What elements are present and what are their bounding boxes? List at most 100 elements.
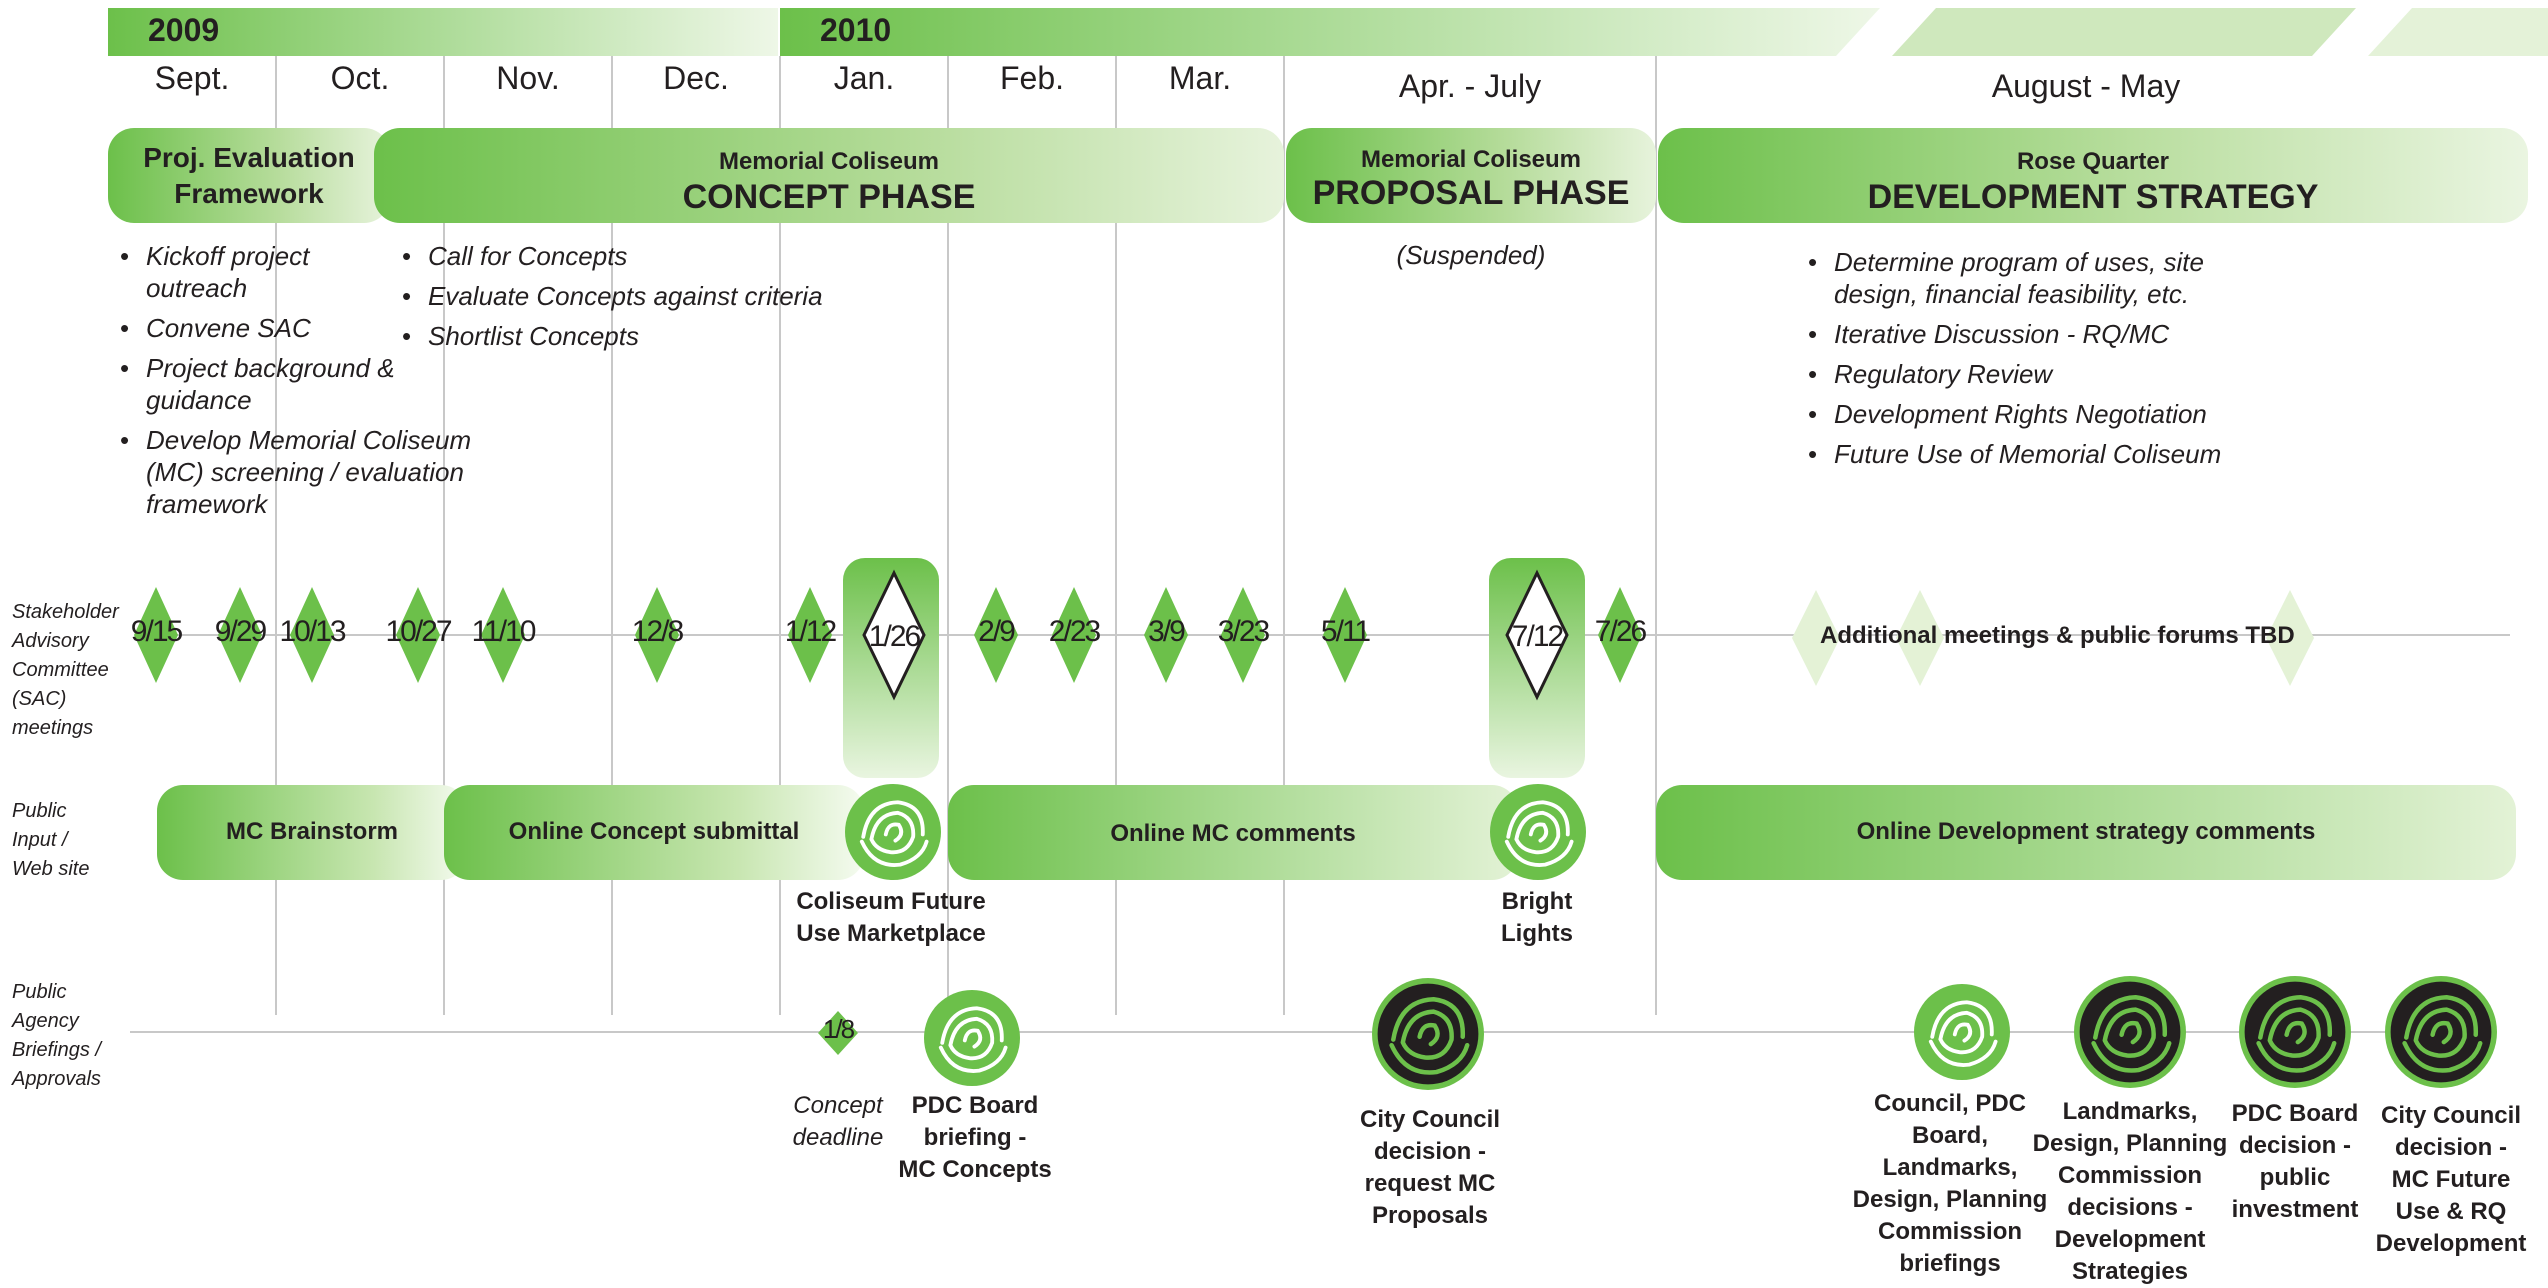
agency-line: decision - <box>2394 1134 2508 1161</box>
sac-date-label: 10/13 <box>279 615 346 648</box>
agency-line: public <box>2259 1164 2331 1191</box>
rose-green-icon <box>1914 984 2010 1080</box>
agency-event-pdc-briefing: PDC Board briefing - MC Concepts <box>880 1090 1070 1186</box>
agency-line: Design, Planning <box>1852 1186 2048 1213</box>
phase-proposal-title: PROPOSAL PHASE <box>1312 174 1630 212</box>
sac-date-label: 1/12 <box>784 615 837 648</box>
year-band-2009 <box>108 8 778 56</box>
agency-event-council-briefings: Council, PDC Board, Landmarks, Design, P… <box>1845 1088 2055 1280</box>
public-bar-label: Online Development strategy comments <box>1856 818 2316 845</box>
event-coliseum-marketplace: Coliseum Future Use Marketplace <box>771 886 1011 950</box>
month-mar: Mar. <box>1168 60 1232 96</box>
milestone-line: Concept <box>793 1092 883 1119</box>
sac-meeting-diamond <box>290 587 334 683</box>
agency-line: decision - <box>2238 1132 2352 1159</box>
year-band-2010 <box>780 8 1880 56</box>
agency-line: Design, Planning <box>2032 1130 2228 1157</box>
rose-green-icon <box>845 784 941 880</box>
sac-date-label: 2/23 <box>1048 615 1101 648</box>
agency-line: investment <box>2231 1196 2359 1223</box>
framework-bullets: Kickoff project outreach Convene SAC Pro… <box>120 240 500 528</box>
agency-line: MC Concepts <box>898 1156 1052 1183</box>
bar-online-mc-comments <box>948 785 1518 880</box>
proposal-suspended-note: (Suspended) <box>1396 240 1546 270</box>
agency-line: decisions - <box>2067 1194 2193 1221</box>
tbd-diamond <box>1792 590 1840 686</box>
agency-line: Use & RQ <box>2395 1198 2507 1225</box>
sac-date-label: 3/23 <box>1217 615 1270 648</box>
event-line: Coliseum Future <box>796 888 986 915</box>
agency-line: Board, <box>1911 1122 1988 1149</box>
bullet-item: Kickoff project outreach <box>120 240 356 304</box>
event-line: Lights <box>1501 920 1573 947</box>
rose-dark-icon <box>2239 976 2351 1088</box>
sac-tbd-label: Additional meetings & public forums TBD <box>1820 622 2295 649</box>
bar-online-concept <box>444 785 864 880</box>
sac-meeting-diamond <box>1598 587 1642 683</box>
agency-line: PDC Board <box>911 1092 1039 1119</box>
phase-framework-line1: Proj. Evaluation <box>143 142 355 173</box>
agency-event-council-request: City Council decision - request MC Propo… <box>1330 1104 1530 1232</box>
year-band-2012-segment <box>2368 8 2548 56</box>
agency-line: Landmarks, <box>2062 1098 2198 1125</box>
phase-title-framework: Proj. Evaluation Framework <box>108 140 390 212</box>
year-band-2011-segment <box>1892 8 2356 56</box>
sac-meeting-diamond <box>481 587 525 683</box>
rose-dark-icon <box>2074 976 2186 1088</box>
rose-dark-icon <box>1372 978 1484 1090</box>
sac-meeting-diamond <box>396 587 440 683</box>
milestone-concept-deadline: Concept deadline <box>778 1090 898 1154</box>
phase-bar-concept <box>374 128 1284 223</box>
year-label-2010: 2010 <box>820 12 892 48</box>
agency-line: Landmarks, <box>1882 1154 2018 1181</box>
tbd-diamonds <box>1792 590 2314 686</box>
sac-date-label: 3/9 <box>1148 615 1186 648</box>
milestone-line: deadline <box>792 1124 884 1151</box>
concept-bullets: Call for Concepts Evaluate Concepts agai… <box>402 240 902 360</box>
bullet-item: Regulatory Review <box>1808 358 2278 390</box>
bar-mc-brainstorm <box>157 785 467 880</box>
phase-bars <box>108 128 2528 223</box>
month-sept: Sept. <box>154 60 230 96</box>
sac-meeting-diamond <box>1144 587 1188 683</box>
row-label-sac: Stakeholder Advisory Committee (SAC) mee… <box>12 601 119 739</box>
agency-event-pdc-decision: PDC Board decision - public investment <box>2215 1098 2375 1226</box>
sac-meeting-diamond <box>974 587 1018 683</box>
agency-event-landmarks-decisions: Landmarks, Design, Planning Commission d… <box>2025 1096 2235 1288</box>
month-jan: Jan. <box>833 60 895 96</box>
month-nov: Nov. <box>496 60 560 96</box>
month-oct: Oct. <box>330 60 390 96</box>
agency-line: Commission <box>2057 1162 2203 1189</box>
phase-strategy-subtitle: Rose Quarter <box>2016 148 2170 175</box>
rose-icons <box>845 784 2497 1090</box>
bullet-item: Develop Memorial Coliseum (MC) screening… <box>120 424 516 520</box>
sac-date-label: 9/15 <box>130 615 183 648</box>
phase-bar-proposal <box>1286 128 1656 223</box>
agency-line: PDC Board <box>2231 1100 2359 1127</box>
agency-line: MC Future <box>2391 1166 2511 1193</box>
sac-date-label: 7/26 <box>1594 615 1647 648</box>
sac-meeting-diamond <box>1323 587 1367 683</box>
strategy-bullets: Determine program of uses, site design, … <box>1808 246 2278 478</box>
bullet-item: Future Use of Memorial Coliseum <box>1808 438 2278 470</box>
tbd-diamond <box>2266 590 2314 686</box>
event-line: Bright <box>1501 888 1573 915</box>
month-dec: Dec. <box>663 60 729 96</box>
month-feb: Feb. <box>999 60 1065 96</box>
public-bar-label: MC Brainstorm <box>225 818 399 845</box>
public-bar-label: Online Concept submittal <box>508 818 800 845</box>
sac-meeting-diamond <box>862 569 926 701</box>
public-bar-label: Online MC comments <box>1110 820 1356 847</box>
agency-line: request MC <box>1364 1170 1496 1197</box>
row-label-agency: Public Agency Briefings / Approvals <box>12 981 101 1090</box>
milestone-date-1-8: 1/8 <box>822 1014 855 1044</box>
agency-line: Commission <box>1877 1218 2023 1245</box>
rose-green-icon <box>1490 784 1586 880</box>
agency-line: Proposals <box>1371 1202 1489 1229</box>
bullet-item: Determine program of uses, site design, … <box>1808 246 2278 310</box>
phase-bar-strategy <box>1658 128 2528 223</box>
agency-line: decision - <box>1373 1138 1487 1165</box>
agency-line: City Council <box>2380 1102 2521 1129</box>
